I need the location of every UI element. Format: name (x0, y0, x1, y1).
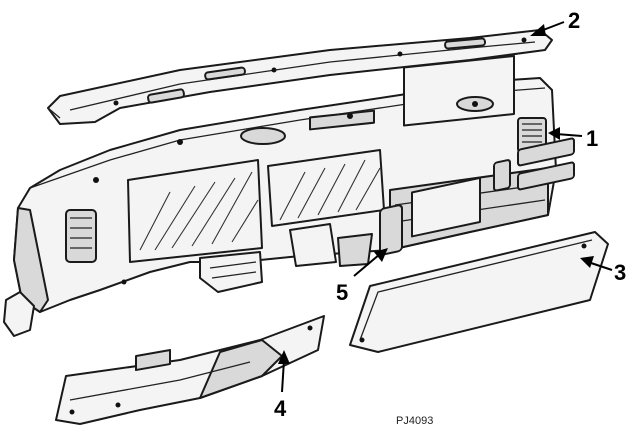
callout-arrows (278, 21, 613, 393)
part-3-bezel-trim (349, 137, 609, 353)
leader-4-line (281, 359, 285, 393)
leader-1-line (555, 133, 583, 137)
callout-5: 5 (336, 280, 348, 305)
leader-5-line (353, 253, 381, 277)
leader-3-line (587, 261, 613, 271)
callout-1: 1 (586, 126, 598, 151)
callout-2: 2 (568, 8, 580, 33)
figure-code: PJ4093 (396, 415, 433, 427)
leader-1-arrowhead (548, 127, 560, 140)
leader-4-arrowhead (278, 350, 290, 364)
leader-3-arrowhead (580, 256, 594, 268)
part-4-lower-cover (55, 315, 325, 425)
leader-2-arrowhead (530, 24, 546, 36)
leader-5-arrowhead (374, 248, 388, 262)
callout-4: 4 (274, 396, 287, 421)
callout-3: 3 (614, 260, 626, 285)
part-2-dash-pad-cover (47, 29, 553, 125)
